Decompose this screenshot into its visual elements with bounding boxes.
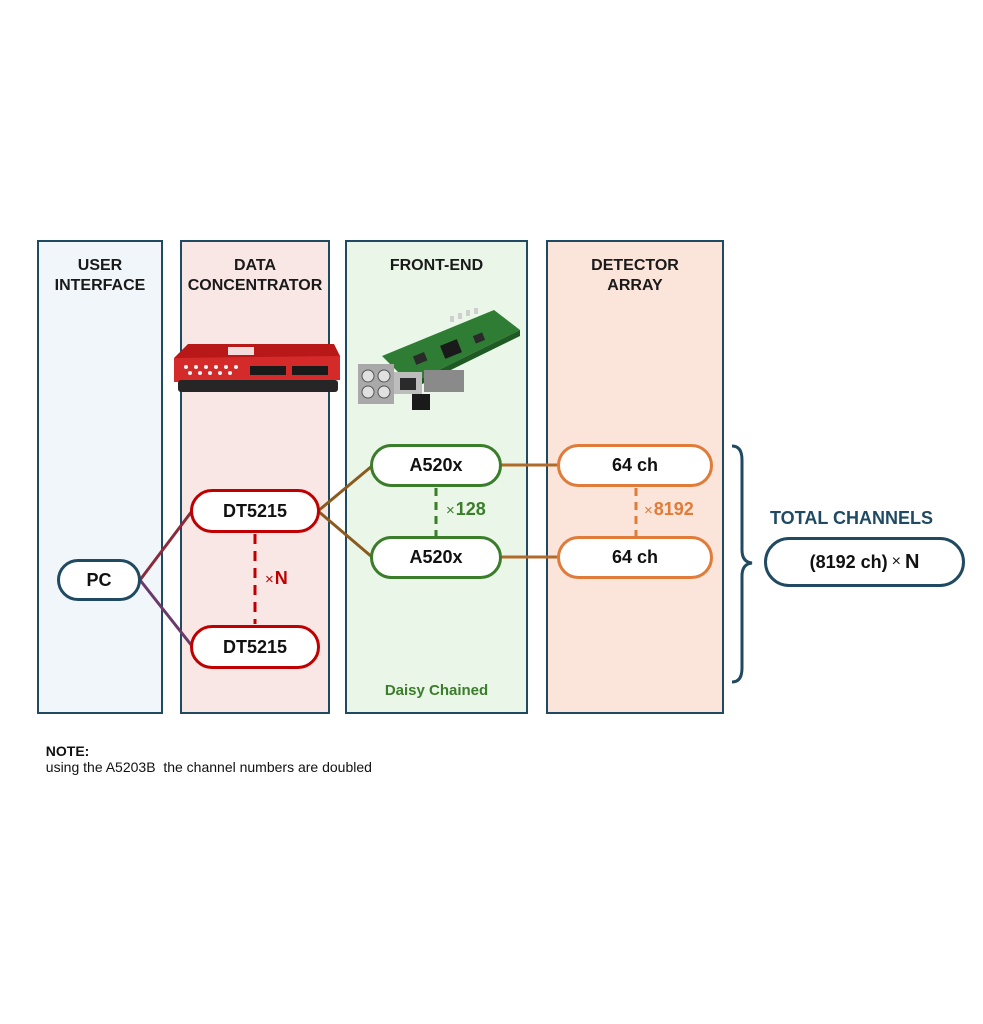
front-end-multiplier-value: 128 bbox=[455, 499, 486, 519]
link-pc-dt5215-bottom bbox=[138, 579, 194, 647]
user-interface-title: USER INTERFACE bbox=[54, 257, 146, 294]
detector-array-title: DETECTOR ARRAY bbox=[591, 257, 679, 294]
channel-node-bottom: 64 ch bbox=[557, 536, 713, 579]
dt5215-node-top: DT5215 bbox=[190, 489, 320, 533]
data-concentrator-title: DATA CONCENTRATOR bbox=[187, 257, 323, 294]
detector-multiplier: ×8192 bbox=[644, 499, 694, 520]
a520x-node-bottom: A520x bbox=[370, 536, 502, 579]
total-n: N bbox=[904, 550, 920, 573]
channel-node-top: 64 ch bbox=[557, 444, 713, 487]
note-text: using the A5203B the channel numbers are… bbox=[45, 759, 372, 775]
daisy-chained-caption: Daisy Chained bbox=[384, 682, 489, 699]
multiply-sign: × bbox=[265, 571, 274, 588]
note-label: NOTE: bbox=[45, 743, 90, 759]
total-channels-box: (8192 ch) × N bbox=[764, 537, 965, 587]
concentrator-multiplier-value: N bbox=[274, 568, 288, 588]
link-dt5215-a520x-bottom bbox=[317, 509, 373, 559]
concentrator-multiplier: ×N bbox=[265, 568, 288, 589]
front-end-title: FRONT-END bbox=[389, 257, 484, 274]
note: NOTE: using the A5203B the channel numbe… bbox=[38, 727, 372, 775]
detector-multiplier-value: 8192 bbox=[653, 499, 694, 519]
total-channels-title: TOTAL CHANNELS bbox=[770, 508, 934, 528]
a520x-board-image bbox=[358, 308, 520, 410]
multiply-sign: × bbox=[446, 502, 455, 519]
dt5215-node-bottom: DT5215 bbox=[190, 625, 320, 669]
link-pc-dt5215-top bbox=[138, 510, 194, 581]
total-formula: (8192 ch) bbox=[809, 551, 888, 572]
link-dt5215-a520x-top bbox=[317, 464, 373, 513]
total-brace bbox=[731, 444, 753, 684]
multiply-sign: × bbox=[644, 502, 653, 519]
front-end-multiplier: ×128 bbox=[446, 499, 486, 520]
pc-node: PC bbox=[57, 559, 141, 601]
a520x-node-top: A520x bbox=[370, 444, 502, 487]
user-interface-panel: USER INTERFACE bbox=[37, 240, 163, 714]
multiply-sign: × bbox=[891, 553, 901, 570]
dt5215-device-image bbox=[174, 344, 340, 392]
